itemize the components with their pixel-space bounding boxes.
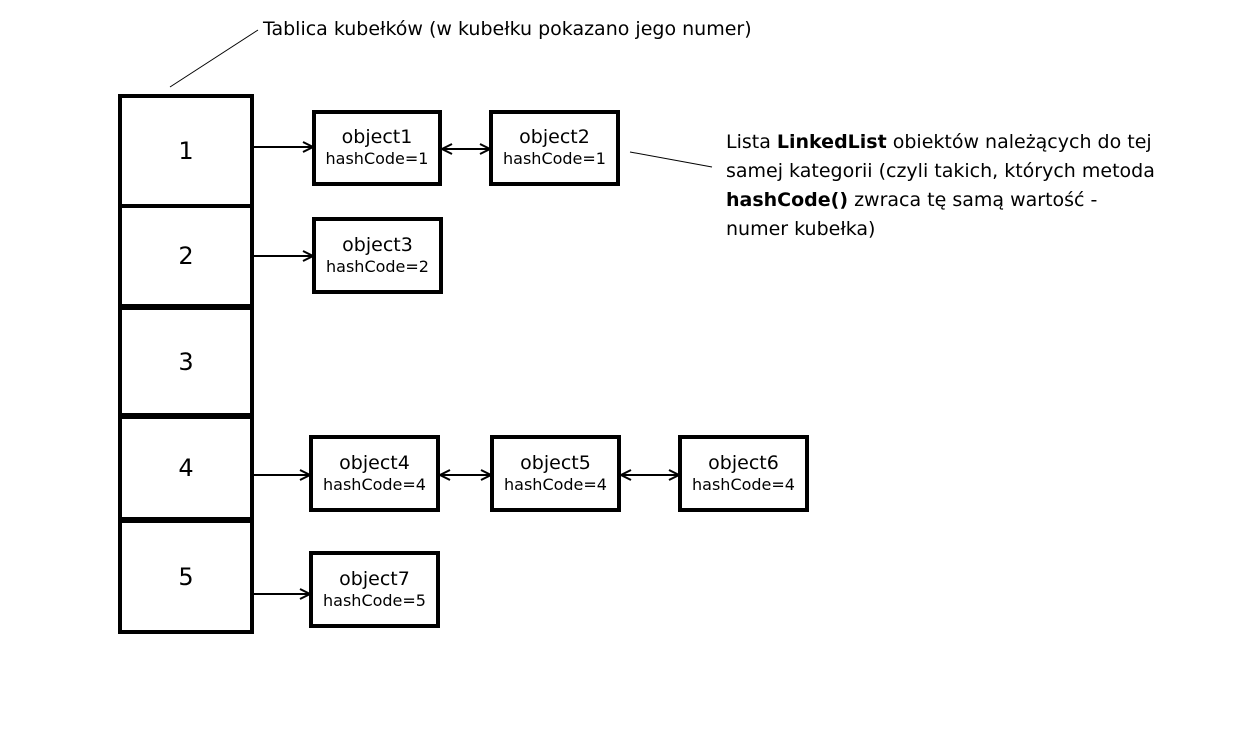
node-object4: object4 hashCode=4 <box>309 435 440 512</box>
title-leader-line <box>169 29 259 88</box>
note-leader-line <box>629 151 713 168</box>
node-name: object2 <box>519 126 590 148</box>
node-object5: object5 hashCode=4 <box>490 435 621 512</box>
bucket-2: 2 <box>118 204 254 308</box>
node-object6: object6 hashCode=4 <box>678 435 809 512</box>
bucket-4: 4 <box>118 415 254 521</box>
bucket-1: 1 <box>118 94 254 208</box>
node-name: object7 <box>339 567 410 590</box>
bucket-3: 3 <box>118 306 254 417</box>
bucket-number: 2 <box>178 242 194 270</box>
node-name: object3 <box>342 233 413 256</box>
node-object7: object7 hashCode=5 <box>309 551 440 628</box>
bucket-number: 3 <box>178 347 194 376</box>
node-object2: object2 hashCode=1 <box>489 110 620 186</box>
node-hashcode: hashCode=5 <box>323 590 426 610</box>
node-name: object5 <box>520 451 591 474</box>
node-hashcode: hashCode=2 <box>326 256 429 276</box>
node-object3: object3 hashCode=2 <box>312 217 443 294</box>
node-hashcode: hashCode=4 <box>692 474 795 494</box>
note-text-2: obiektów należących do tej samej kategor… <box>726 131 1155 182</box>
node-object1: object1 hashCode=1 <box>312 110 442 186</box>
bucket-number: 1 <box>178 137 194 165</box>
node-hashcode: hashCode=4 <box>323 474 426 494</box>
bucket-number: 5 <box>178 562 194 591</box>
linkedlist-annotation: Lista LinkedList obiektów należących do … <box>726 128 1156 244</box>
bucket-table-title: Tablica kubełków (w kubełku pokazano jeg… <box>263 18 752 40</box>
note-text-1: Lista <box>726 131 777 153</box>
node-hashcode: hashCode=4 <box>504 474 607 494</box>
node-name: object1 <box>341 126 413 148</box>
bucket-5: 5 <box>118 519 254 634</box>
bucket-array: 1 2 3 4 5 <box>118 94 254 634</box>
node-name: object4 <box>339 451 410 474</box>
note-bold-hashcode: hashCode() <box>726 189 849 211</box>
node-name: object6 <box>708 451 779 474</box>
node-hashcode: hashCode=1 <box>503 149 606 168</box>
bucket-number: 4 <box>178 454 194 482</box>
note-text-3: zwraca tę samą wartość - numer kubełka) <box>726 189 1098 240</box>
note-bold-linkedlist: LinkedList <box>776 131 887 153</box>
node-hashcode: hashCode=1 <box>325 149 429 168</box>
